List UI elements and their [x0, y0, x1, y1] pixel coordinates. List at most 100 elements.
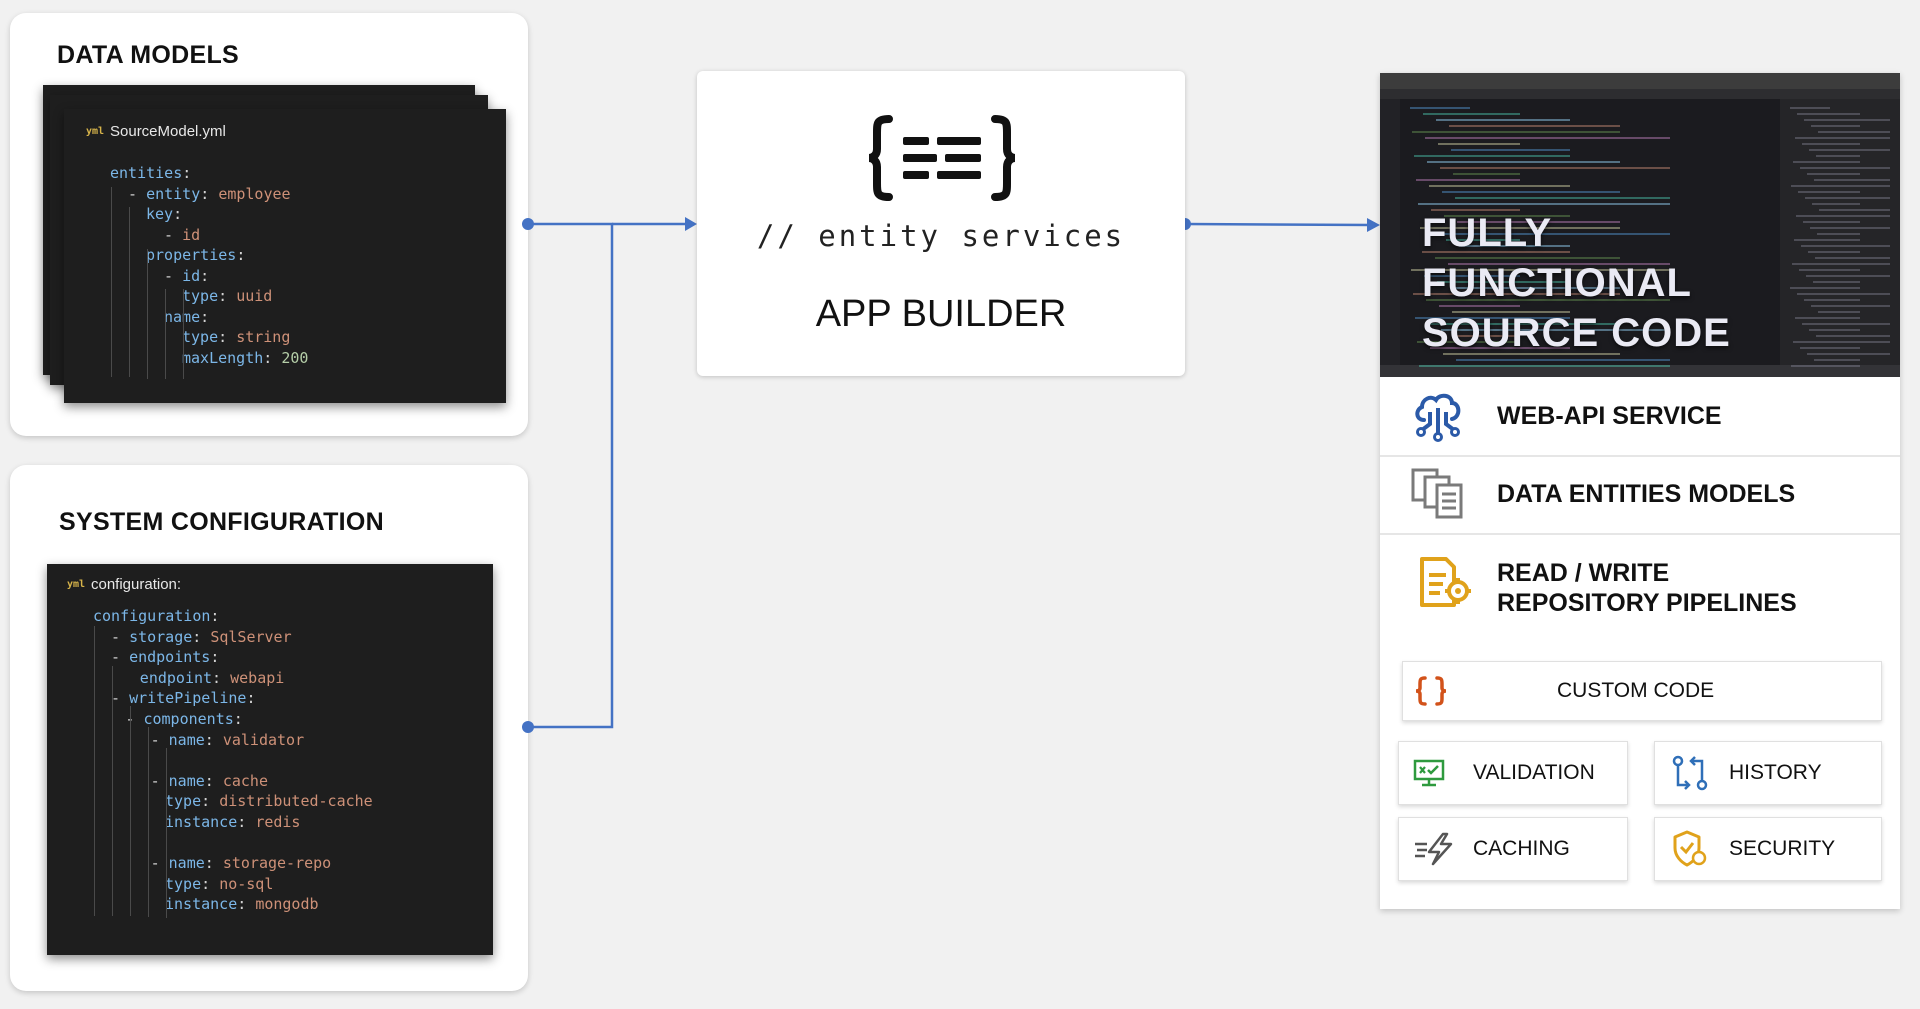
indent-guide [147, 249, 148, 379]
ide-tree-line [1804, 119, 1890, 121]
ide-tree-line [1794, 239, 1860, 241]
security-chip[interactable]: SECURITY [1654, 817, 1882, 881]
code-line: key: [146, 204, 182, 224]
ide-tree-line [1793, 341, 1890, 343]
ide-tree-line [1805, 197, 1890, 199]
code-token: : [218, 287, 237, 305]
code-token: entities [110, 164, 183, 182]
code-token: name [168, 771, 205, 790]
caching-chip[interactable]: CACHING [1398, 817, 1628, 881]
ide-code-line [1413, 293, 1620, 295]
document-gear-icon [1420, 557, 1471, 607]
code-token: storage [129, 627, 193, 646]
ide-tree-line [1818, 131, 1890, 133]
security-label: SECURITY [1729, 837, 1836, 860]
code-token: properties [146, 246, 237, 264]
code-token: - [164, 225, 183, 244]
ide-code-line [1425, 137, 1670, 139]
code-line: type: distributed-cache [165, 791, 373, 811]
ide-code-line [1412, 131, 1620, 133]
code-token: : [200, 184, 219, 203]
entity-services-braces-logo [868, 115, 1016, 201]
ide-menu-bar [1380, 73, 1900, 89]
ide-tree-line [1813, 281, 1860, 283]
code-token: maxLength [182, 348, 264, 367]
connector-dot [522, 218, 534, 230]
feature-label: DATA ENTITIES MODELS [1497, 480, 1796, 508]
code-token: endpoints [129, 648, 211, 667]
configuration-filename: configuration: [91, 576, 182, 593]
code-token: redis [255, 813, 301, 831]
custom-code-chip[interactable]: CUSTOM CODE [1402, 661, 1882, 721]
validation-chip[interactable]: VALIDATION [1398, 741, 1628, 805]
ide-code-line [1435, 257, 1620, 259]
feature-read-write-pipelines: READ / WRITE REPOSITORY PIPELINES [1380, 533, 1900, 623]
ide-code-line [1456, 359, 1670, 361]
curly-braces-icon [1415, 676, 1447, 706]
ide-code-line [1416, 179, 1520, 181]
ide-tree-line [1801, 245, 1890, 247]
lightning-speed-icon [1415, 832, 1453, 866]
ide-code-line [1449, 125, 1620, 127]
ide-gutter [1380, 99, 1400, 365]
ide-code-line [1427, 161, 1620, 163]
ide-tree-line [1811, 125, 1860, 127]
code-token: type [182, 287, 219, 305]
code-token: : [204, 854, 223, 873]
ide-tree-line [1803, 221, 1860, 223]
app-builder-card: // entity services APP BUILDER [697, 71, 1185, 376]
code-token: id [182, 225, 201, 244]
code-token: name [168, 854, 205, 873]
code-token: : [236, 246, 246, 264]
code-token: entity [146, 184, 201, 203]
ide-code-line [1411, 269, 1670, 271]
ide-tree-line [1796, 215, 1890, 217]
ide-code-line [1431, 209, 1520, 211]
code-token: uuid [236, 287, 273, 305]
code-token: components [143, 710, 234, 728]
ide-tree-line [1809, 329, 1860, 331]
ide-code-line [1417, 341, 1520, 343]
git-compare-icon [1672, 755, 1708, 791]
ide-tree-line [1807, 353, 1890, 355]
code-line: - storage: SqlServer [111, 627, 292, 647]
code-token: : [173, 205, 183, 223]
headline-line: FUNCTIONAL [1422, 261, 1692, 305]
source-model-filename: SourceModel.yml [110, 123, 226, 140]
ide-tree-line [1798, 191, 1860, 193]
code-token: 200 [281, 348, 309, 367]
code-token: cache [222, 771, 268, 790]
code-token: : [233, 710, 243, 728]
code-token: : [182, 164, 192, 182]
feature-label: READ / WRITE [1497, 559, 1670, 587]
ide-tree-line [1792, 263, 1890, 265]
code-token: : [200, 307, 210, 326]
ide-tree-line [1810, 227, 1890, 229]
code-token: writePipeline [129, 689, 247, 708]
code-line: - entity: employee [128, 184, 291, 204]
ide-tree-line [1811, 305, 1890, 307]
ide-tree-line [1791, 365, 1860, 367]
code-token: string [236, 328, 291, 346]
code-token: instance [165, 895, 238, 914]
ide-code-line [1440, 167, 1670, 169]
code-token: : [210, 648, 220, 667]
history-chip[interactable]: HISTORY [1654, 741, 1882, 805]
headline-line: SOURCE CODE [1422, 311, 1731, 355]
caching-label: CACHING [1473, 837, 1570, 860]
ide-tree-line [1800, 167, 1890, 169]
code-token: id [182, 266, 201, 285]
code-line: - name: storage-repo [151, 853, 332, 873]
indent-guide [129, 207, 130, 377]
code-token: type [165, 874, 202, 893]
ide-code-line [1450, 287, 1620, 289]
ide-side-pane [1780, 99, 1900, 365]
ide-code-line [1419, 365, 1670, 367]
code-line: - name: validator [151, 730, 305, 750]
headline-line: FULLY [1422, 211, 1553, 255]
code-line: name: [164, 307, 209, 327]
input-connector [528, 222, 614, 729]
ide-code-line [1422, 251, 1570, 253]
code-token: - [128, 184, 147, 203]
code-line: endpoint: webapi [140, 668, 285, 688]
